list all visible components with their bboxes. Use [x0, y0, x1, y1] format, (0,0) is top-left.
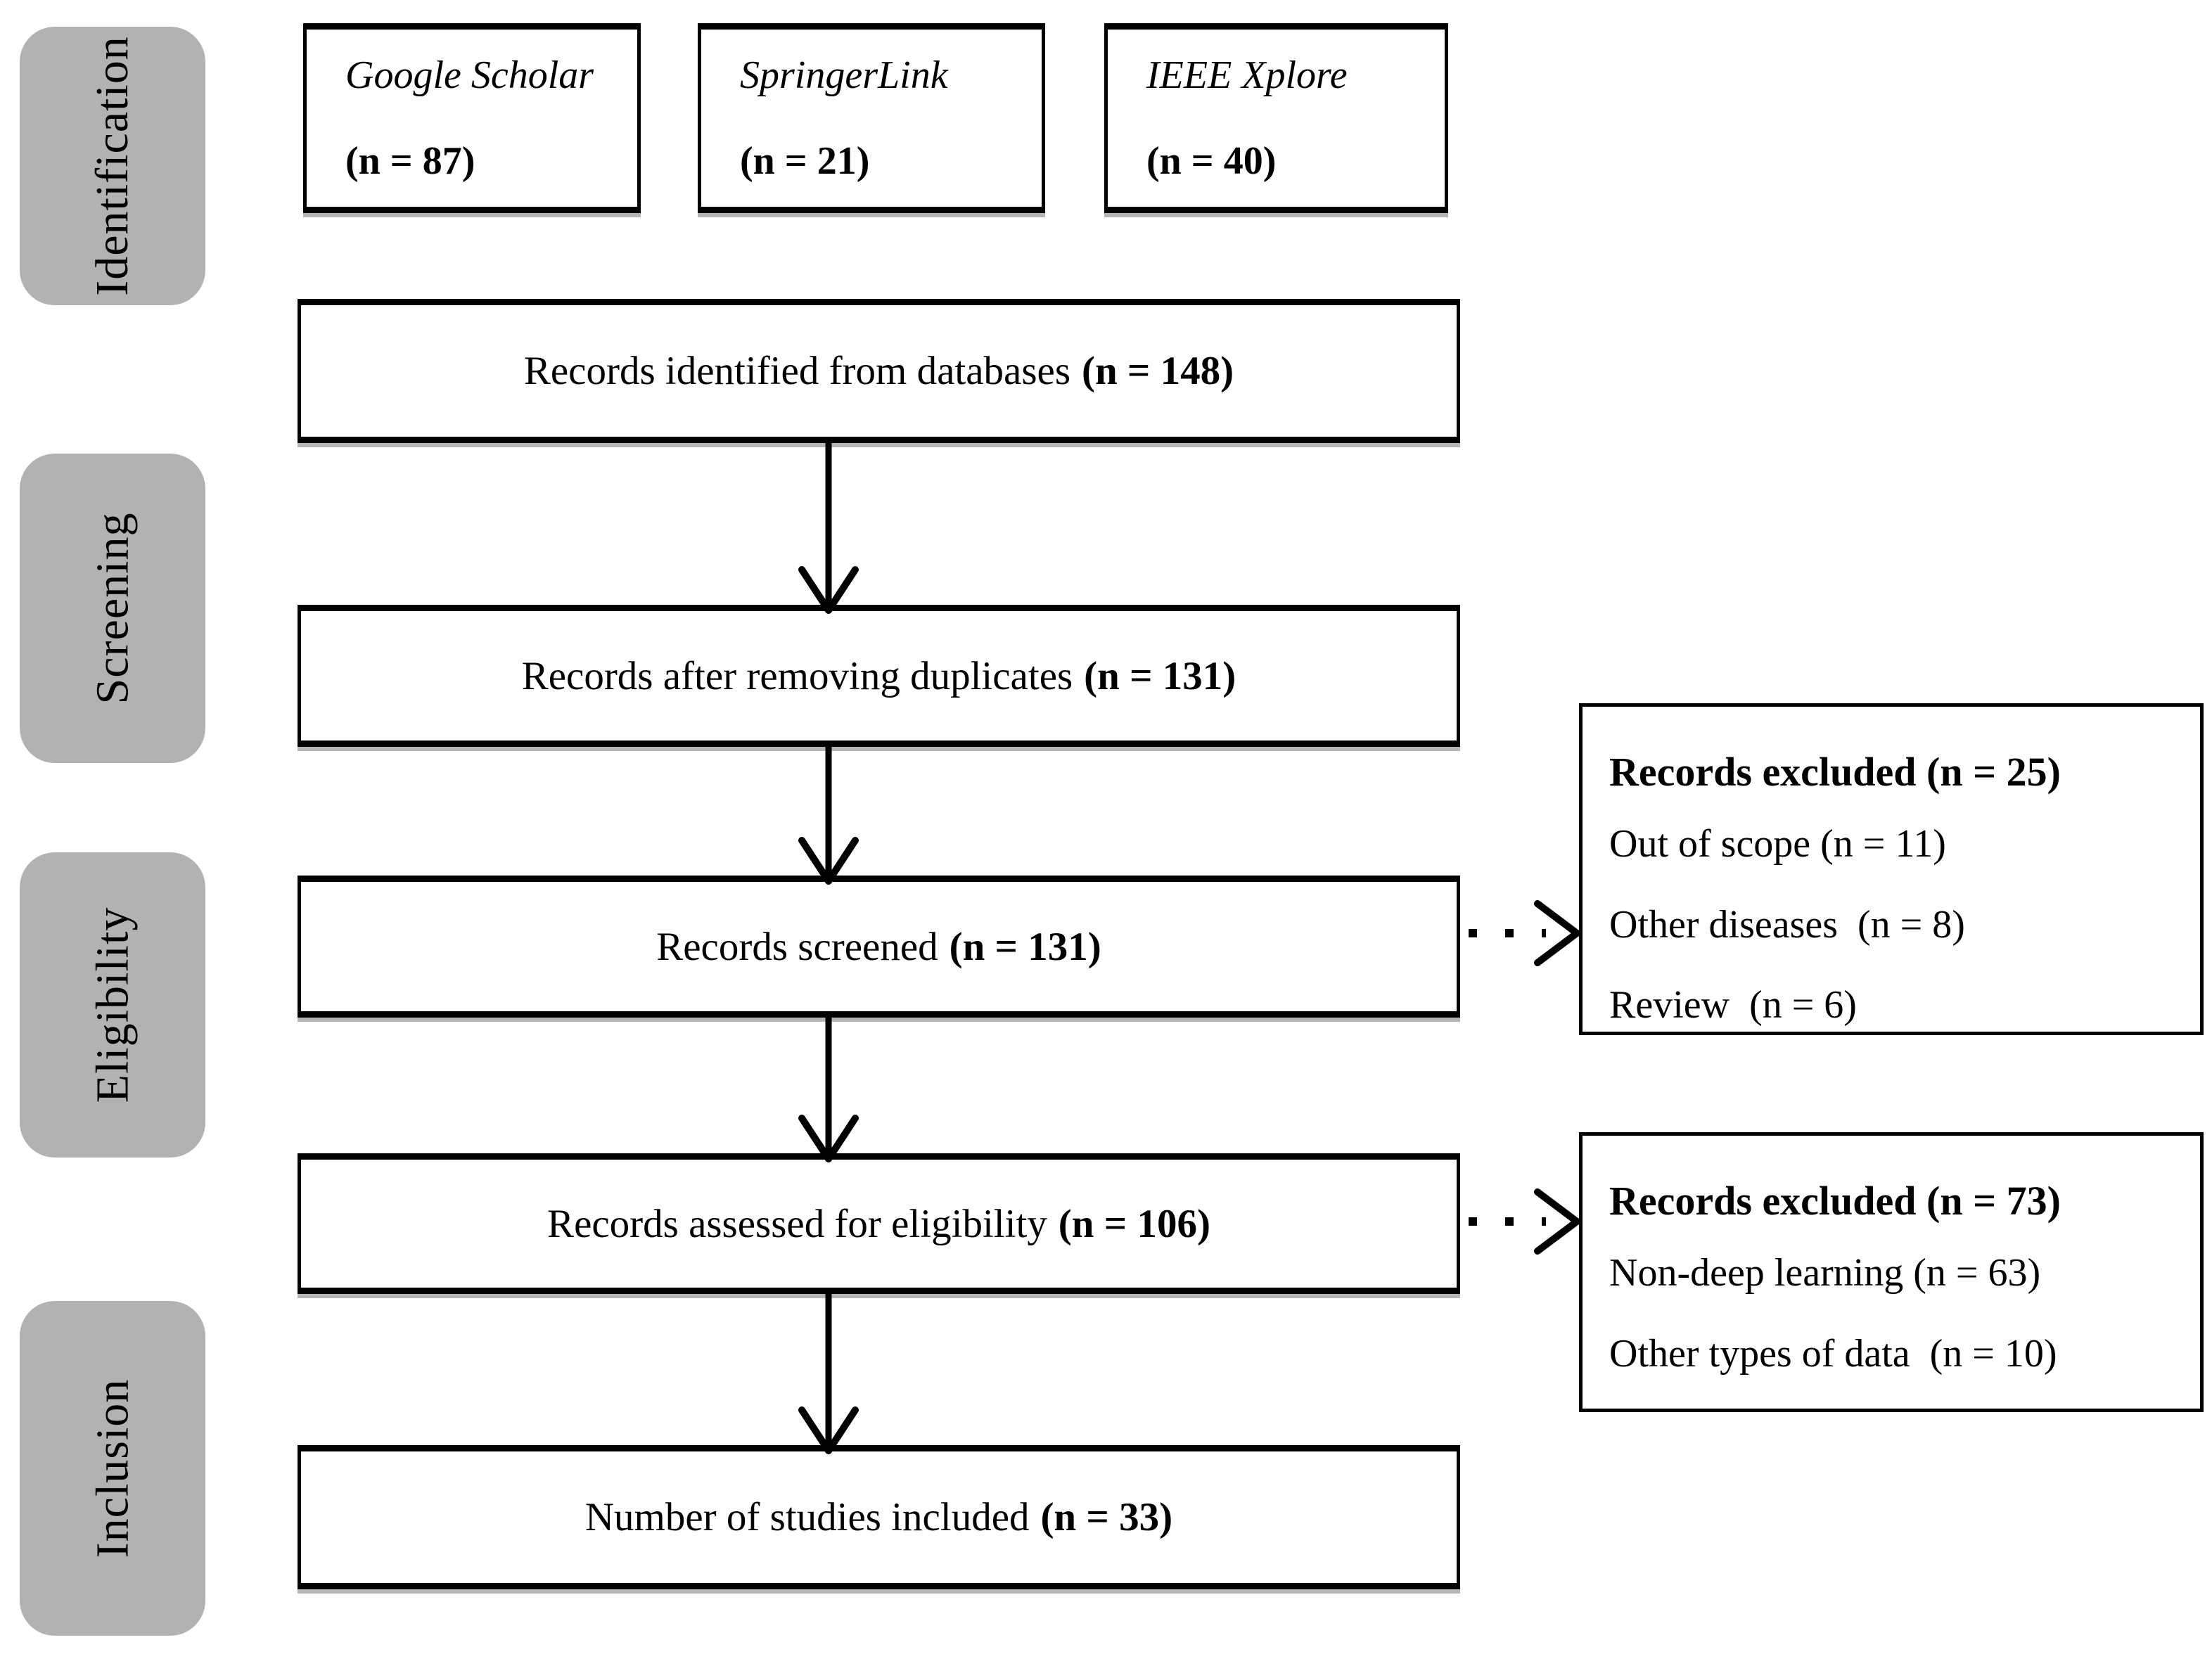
source-count: (n = 40): [1146, 139, 1277, 183]
exclusion-title: Records excluded (n = 25): [1609, 749, 2061, 795]
exclusion-item: Other diseases (n = 8): [1609, 902, 1965, 947]
source-box-google-scholar: Google Scholar (n = 87): [303, 23, 641, 213]
source-name: IEEE Xplore: [1146, 53, 1348, 97]
flow-box-text: Number of studies included(n = 33): [585, 1494, 1172, 1540]
flow-label: Number of studies included: [584, 1495, 1030, 1539]
flow-box-text: Records identified from databases(n = 14…: [524, 348, 1234, 394]
exclusion-item: Non-deep learning (n = 63): [1609, 1250, 2041, 1295]
dotted-arrow-assessed-to-excluded-head: [1534, 1188, 1580, 1255]
exclusion-item: Review (n = 6): [1609, 983, 1857, 1027]
source-name: Google Scholar: [345, 53, 594, 97]
flow-count: (n = 148): [1081, 349, 1234, 393]
source-count: (n = 21): [740, 139, 870, 183]
flow-label: Records screened: [656, 924, 938, 969]
flow-box-records-identified: Records identified from databases(n = 14…: [298, 299, 1460, 443]
exclusion-title: Records excluded (n = 73): [1609, 1178, 2061, 1224]
stage-identification: Identification: [20, 27, 205, 305]
stage-screening-label: Screening: [87, 512, 138, 705]
flow-box-after-duplicates: Records after removing duplicates(n = 13…: [298, 605, 1460, 747]
flow-label: Records after removing duplicates: [521, 653, 1073, 698]
flow-label: Records assessed for eligibility: [547, 1201, 1047, 1246]
flow-box-text: Records screened(n = 131): [656, 924, 1101, 970]
source-box-ieee-xplore: IEEE Xplore (n = 40): [1104, 23, 1448, 213]
flow-box-text: Records assessed for eligibility(n = 106…: [547, 1201, 1210, 1247]
flow-count: (n = 131): [1084, 653, 1236, 698]
dotted-arrow-screened-to-excluded-head: [1534, 900, 1580, 966]
stage-eligibility-label: Eligibility: [87, 906, 138, 1103]
flow-box-assessed-eligibility: Records assessed for eligibility(n = 106…: [298, 1153, 1460, 1294]
exclusion-item: Out of scope (n = 11): [1609, 821, 1946, 866]
stage-inclusion: Inclusion: [20, 1301, 205, 1636]
flow-label: Records identified from databases: [523, 349, 1071, 393]
stage-screening: Screening: [20, 454, 205, 763]
flow-count: (n = 131): [949, 924, 1101, 969]
stage-inclusion-label: Inclusion: [86, 1378, 138, 1558]
flow-box-studies-included: Number of studies included(n = 33): [298, 1445, 1460, 1589]
exclusion-box-eligibility: Records excluded (n = 73) Non-deep learn…: [1579, 1132, 2204, 1412]
source-count: (n = 87): [345, 139, 475, 183]
exclusion-item: Other types of data (n = 10): [1609, 1331, 2057, 1376]
exclusion-box-screening: Records excluded (n = 25) Out of scope (…: [1579, 703, 2204, 1035]
flow-box-records-screened: Records screened(n = 131): [298, 876, 1460, 1018]
flow-count: (n = 33): [1040, 1495, 1173, 1539]
stage-identification-label: Identification: [87, 36, 138, 296]
flow-count: (n = 106): [1058, 1201, 1210, 1246]
stage-eligibility: Eligibility: [20, 852, 205, 1158]
source-box-springerlink: SpringerLink (n = 21): [698, 23, 1045, 213]
source-name: SpringerLink: [740, 53, 948, 97]
flow-box-text: Records after removing duplicates(n = 13…: [522, 653, 1236, 699]
